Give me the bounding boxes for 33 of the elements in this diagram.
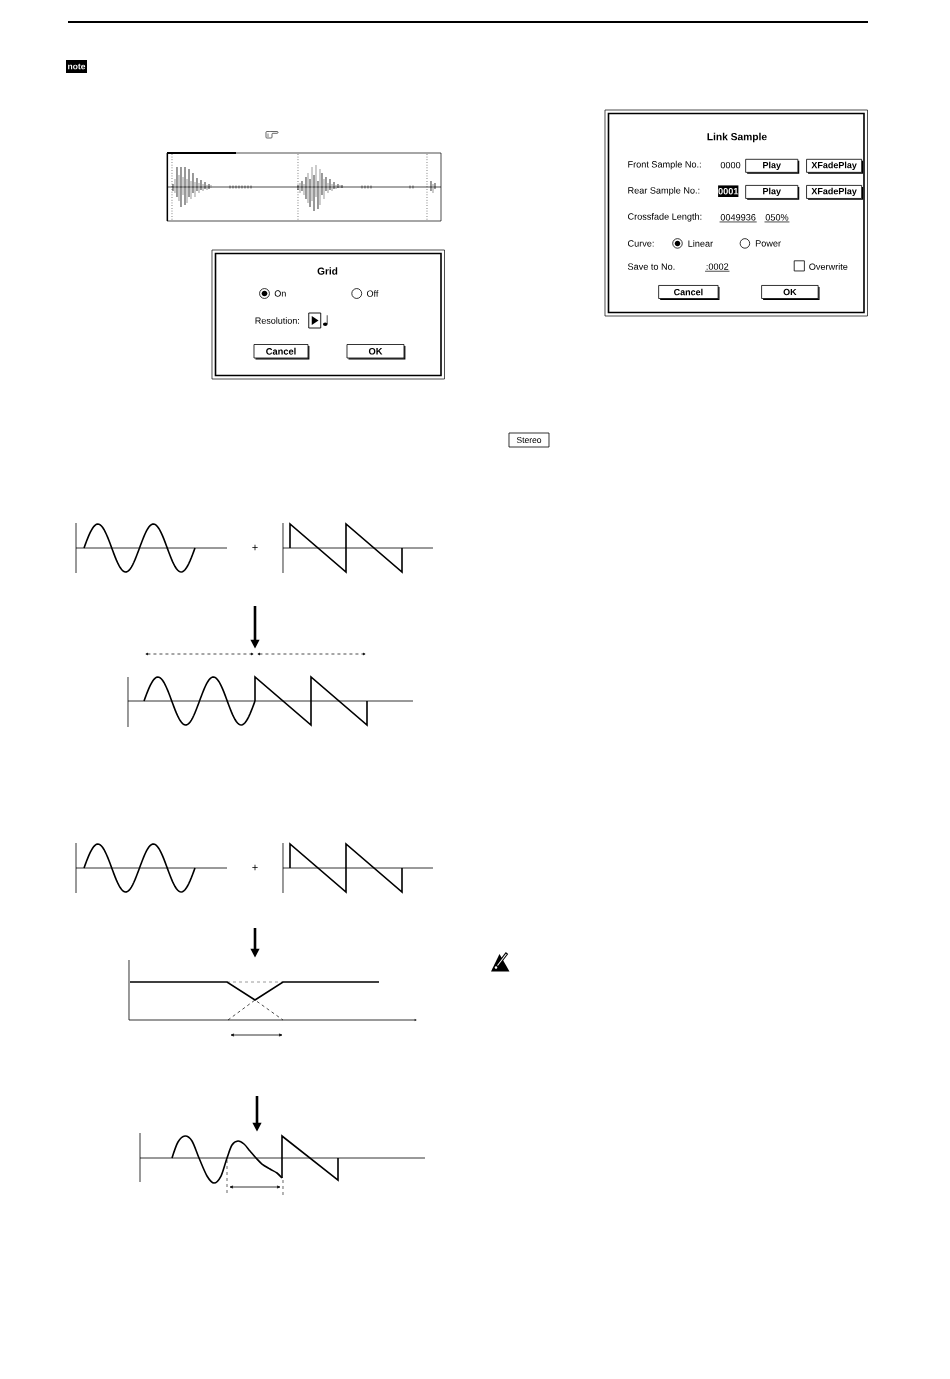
field-label: Rear Sample No.: — [628, 186, 700, 196]
button: XFadePlay — [806, 185, 864, 200]
option-label: Off — [366, 290, 379, 297]
dialog-title: Grid — [317, 267, 338, 275]
value-text: 0000 — [720, 161, 741, 169]
waveform-graph — [127, 652, 414, 728]
input-field: :0002 — [704, 263, 730, 272]
indicator-box: Stereo — [508, 432, 550, 448]
button: OK — [346, 344, 406, 360]
field-label: Front Sample No.: — [628, 160, 701, 170]
option-label: Linear — [688, 240, 713, 247]
input-field: 0049936 — [719, 214, 758, 223]
option-label: Power — [755, 240, 781, 247]
button: Cancel — [253, 344, 310, 360]
button: Play — [745, 158, 800, 174]
dialog-title: Link Sample — [707, 132, 767, 143]
button: Play — [745, 185, 800, 200]
plus-sign: + — [252, 864, 258, 871]
field-label: Resolution: — [255, 317, 299, 324]
note-tag: note — [66, 60, 87, 73]
button: OK — [761, 285, 820, 300]
input-field: 050% — [764, 214, 790, 223]
crossfade-graph — [128, 959, 417, 1021]
selected-field: 0001 — [718, 185, 739, 197]
waveform-graph — [139, 1132, 426, 1184]
field-label: Curve: — [628, 240, 654, 247]
option-label: On — [274, 290, 286, 297]
button: XFadePlay — [806, 158, 864, 174]
field-label: Save to No. — [627, 263, 675, 270]
option-label: Overwrite — [809, 263, 848, 270]
button: Cancel — [658, 285, 720, 300]
plus-sign: + — [252, 544, 258, 551]
field-label: Crossfade Length: — [628, 213, 702, 222]
